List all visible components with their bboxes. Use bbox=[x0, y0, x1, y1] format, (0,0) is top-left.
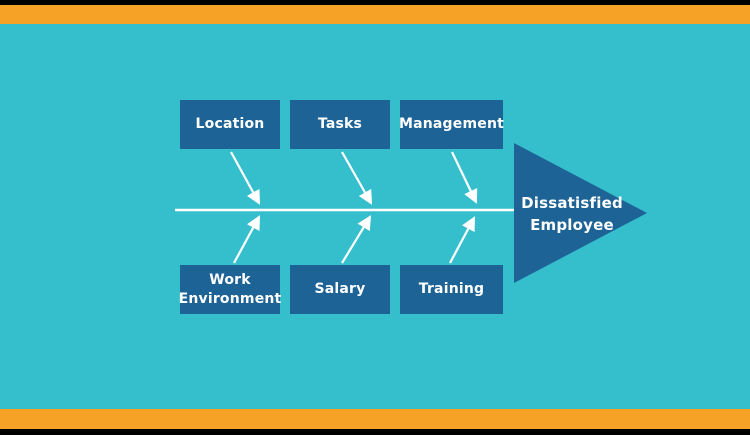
cause-arrow-work-environment bbox=[233, 215, 261, 264]
cause-label: Tasks bbox=[317, 116, 363, 133]
effect-label-line2: Employee bbox=[530, 216, 614, 234]
cause-arrow-salary bbox=[341, 215, 372, 264]
cause-label: Management bbox=[398, 116, 505, 133]
effect-label-line1: Dissatisfied bbox=[521, 194, 623, 212]
bottom-accent-bar bbox=[0, 409, 750, 429]
cause-arrow-tasks bbox=[341, 151, 373, 205]
cause-arrow-location bbox=[230, 151, 261, 205]
cause-label: Salary bbox=[314, 281, 366, 298]
cause-label: Location bbox=[195, 116, 265, 133]
cause-box-salary: Salary bbox=[290, 265, 390, 314]
cause-box-location: Location bbox=[180, 100, 280, 149]
cause-box-work-environment: Work Environment bbox=[178, 265, 282, 314]
cause-label: Training bbox=[418, 281, 485, 298]
cause-arrow-training bbox=[449, 216, 476, 264]
top-accent-bar bbox=[0, 5, 750, 24]
effect-label: Dissatisfied Employee bbox=[512, 192, 632, 236]
cause-box-training: Training bbox=[400, 265, 503, 314]
cause-label: Work Environment bbox=[178, 272, 282, 307]
cause-box-management: Management bbox=[398, 100, 505, 149]
effect-arrow-shape bbox=[514, 143, 647, 283]
cause-box-tasks: Tasks bbox=[290, 100, 390, 149]
cause-arrow-management bbox=[451, 151, 478, 204]
